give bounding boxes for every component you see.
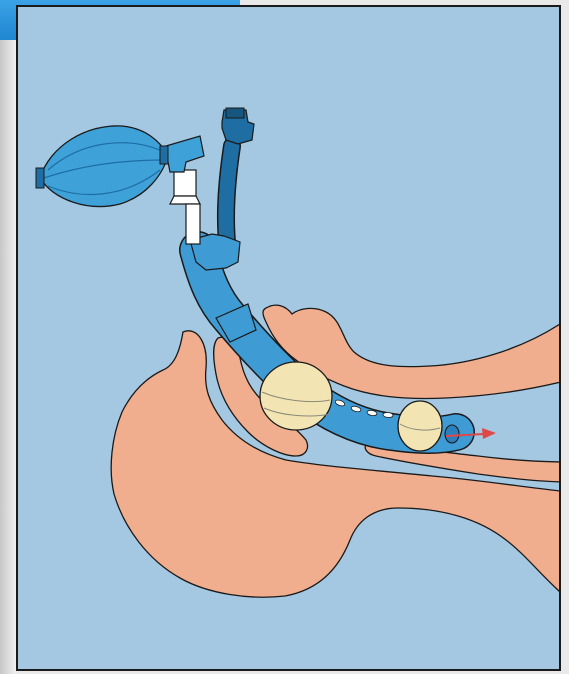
distal-tip-opening bbox=[445, 425, 459, 443]
airway-diagram bbox=[16, 5, 561, 671]
gastric-channel-fill bbox=[226, 146, 232, 252]
proximal-cuff bbox=[260, 362, 332, 430]
window-shadow bbox=[0, 40, 16, 674]
gastric-port-cap bbox=[226, 108, 244, 118]
